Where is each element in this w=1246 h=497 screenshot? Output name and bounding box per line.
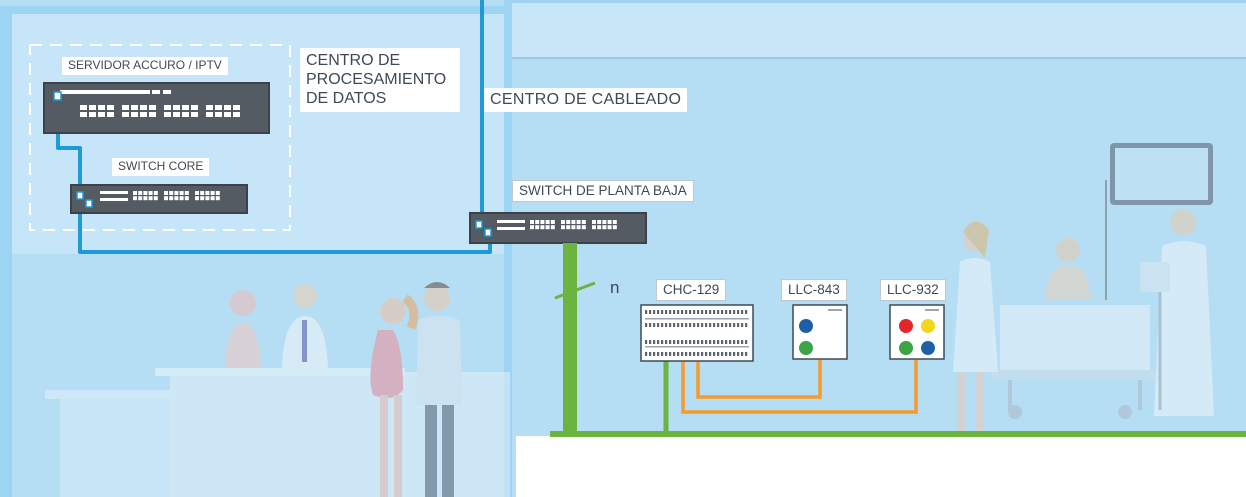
chc-129-label: CHC-129 <box>656 279 727 301</box>
n-marker-label: n <box>610 278 620 297</box>
server-rack <box>43 82 270 134</box>
indicator-button <box>921 341 935 355</box>
indicator-button <box>899 341 913 355</box>
indicator-button <box>799 319 813 333</box>
server-label: SERVIDOR ACCURO / IPTV <box>62 57 228 75</box>
llc-843-label: LLC-843 <box>781 279 847 301</box>
wiring-center-label: CENTRO DE CABLEADO <box>484 88 688 113</box>
indicator-button <box>799 341 813 355</box>
floor-switch-label: SWITCH DE PLANTA BAJA <box>512 180 694 202</box>
indicator-button <box>899 319 913 333</box>
chc-129-device <box>640 304 754 362</box>
divider-wall <box>504 0 512 497</box>
llc-932-device <box>889 304 945 360</box>
switch-core <box>70 184 248 214</box>
switch-core-label: SWITCH CORE <box>112 158 210 176</box>
top-wall-strip <box>510 0 1246 58</box>
data-center-label: CENTRO DE PROCESAMIENTO DE DATOS <box>300 48 460 112</box>
n-slash <box>554 281 596 300</box>
indicator-button <box>921 319 935 333</box>
control-bus <box>681 360 918 414</box>
dashed-rack-zone <box>29 44 291 231</box>
floor-switch <box>469 212 647 244</box>
patient-room-scene <box>953 143 1214 432</box>
llc-843-device <box>792 304 848 360</box>
reception-scene <box>45 282 510 497</box>
ground-bus <box>550 243 1246 437</box>
llc-932-label: LLC-932 <box>880 279 946 301</box>
